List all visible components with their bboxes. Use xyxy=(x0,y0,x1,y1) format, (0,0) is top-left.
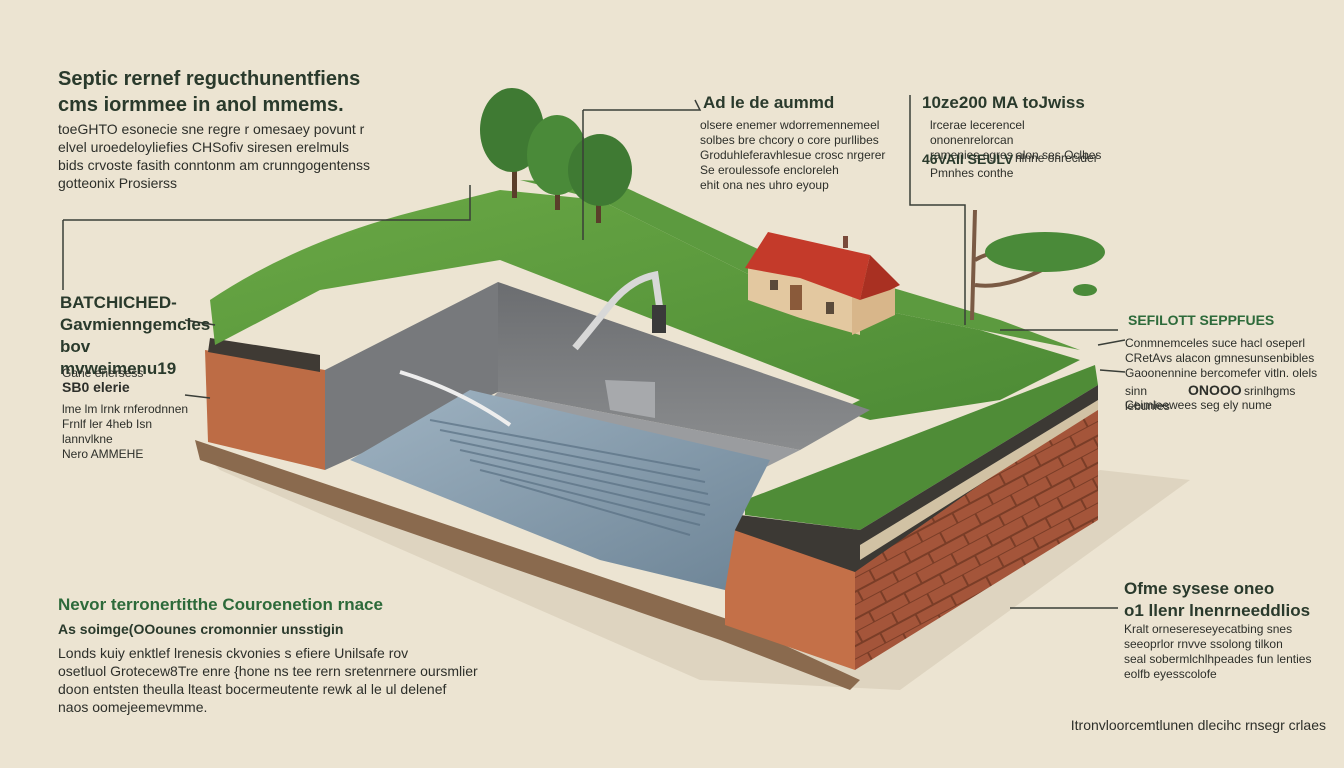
ground-shadow xyxy=(200,450,1190,690)
side-brick-wall xyxy=(855,400,1098,670)
top-right-body-2: hlnne onrecider xyxy=(1015,151,1098,165)
left-mid-heading: BATCHICHED- Gavmienngemcles bov mvweimen… xyxy=(60,293,211,378)
house xyxy=(745,232,900,335)
left-mid-big-label: SB0 elerie xyxy=(62,379,130,395)
bottom-right-heading: Ofme sysese oneo o1 llenr lnenrneeddlios xyxy=(1124,579,1311,620)
top-center-heading: Ad le de aummd xyxy=(703,93,835,112)
bottom-right-body: Kralt ornesereseyecatbing snes seeoprlor… xyxy=(1124,622,1312,681)
top-right-body-3: Pmnhes conthe xyxy=(930,166,1014,180)
bottom-left-subheading: As soimge(OOounes cromonnier unsstigin xyxy=(58,621,344,637)
right-mid-big-label: ONOOO xyxy=(1188,382,1242,398)
right-mid-body-2: Ceimleewees seg ely nume xyxy=(1125,398,1272,412)
soil-layer-left xyxy=(208,338,320,372)
outlet-box xyxy=(605,380,655,418)
front-brick-face xyxy=(725,525,855,670)
water-ripples xyxy=(429,419,711,536)
top-right-heading: 10ze200 MA toJwiss xyxy=(922,93,1085,112)
left-brick-face xyxy=(205,350,325,470)
top-right-big-label: 46VAII SEULV xyxy=(922,151,1014,167)
left-mid-subtitle: Gane enersess xyxy=(62,366,144,380)
soil-strip xyxy=(195,440,860,690)
tree-group xyxy=(480,88,632,223)
gravel-layer xyxy=(860,400,1098,560)
vent-pipe xyxy=(572,270,664,351)
inlet-pipe xyxy=(399,370,512,427)
top-center-body: olsere enemer wdorremennemeel solbes bre… xyxy=(700,118,886,192)
left-top-heading: Septic rernef regucthunentfiens cms iorm… xyxy=(58,68,361,116)
grass-front-strip xyxy=(745,365,1098,530)
left-mid-body: lme lm lrnk rnferodnnen Frnlf ler 4heb I… xyxy=(62,402,189,461)
bottom-left-body: Londs kuiy enktlef lrenesis ckvonies s e… xyxy=(58,645,478,715)
right-mid-heading: SEFILOTT SEPPFUES xyxy=(1128,312,1275,328)
footer-caption: Itronvloorcemtlunen dlecihc rnsegr crlae… xyxy=(1070,717,1326,733)
right-mid-body-pre: sinn lebunies xyxy=(1125,384,1170,413)
right-mid-body: Conmnemceles suce hacl oseperl CRetAvs a… xyxy=(1125,336,1318,380)
bottom-left-heading: Nevor terronertitthe Couroenetion rnace xyxy=(58,595,383,614)
left-top-body: toeGHTO esonecie sne regre r omesaey pov… xyxy=(58,121,371,191)
top-right-body: lrcerae lecerencel ononenrelorcan rameni… xyxy=(930,118,1102,162)
acacia-tree xyxy=(970,209,1105,321)
callout-lines xyxy=(62,95,1126,609)
grass-surface xyxy=(210,190,1080,420)
vent-cap xyxy=(652,305,666,333)
right-mid-body-post: srinlhgms xyxy=(1244,384,1296,398)
soil-layer-front xyxy=(728,385,1098,572)
